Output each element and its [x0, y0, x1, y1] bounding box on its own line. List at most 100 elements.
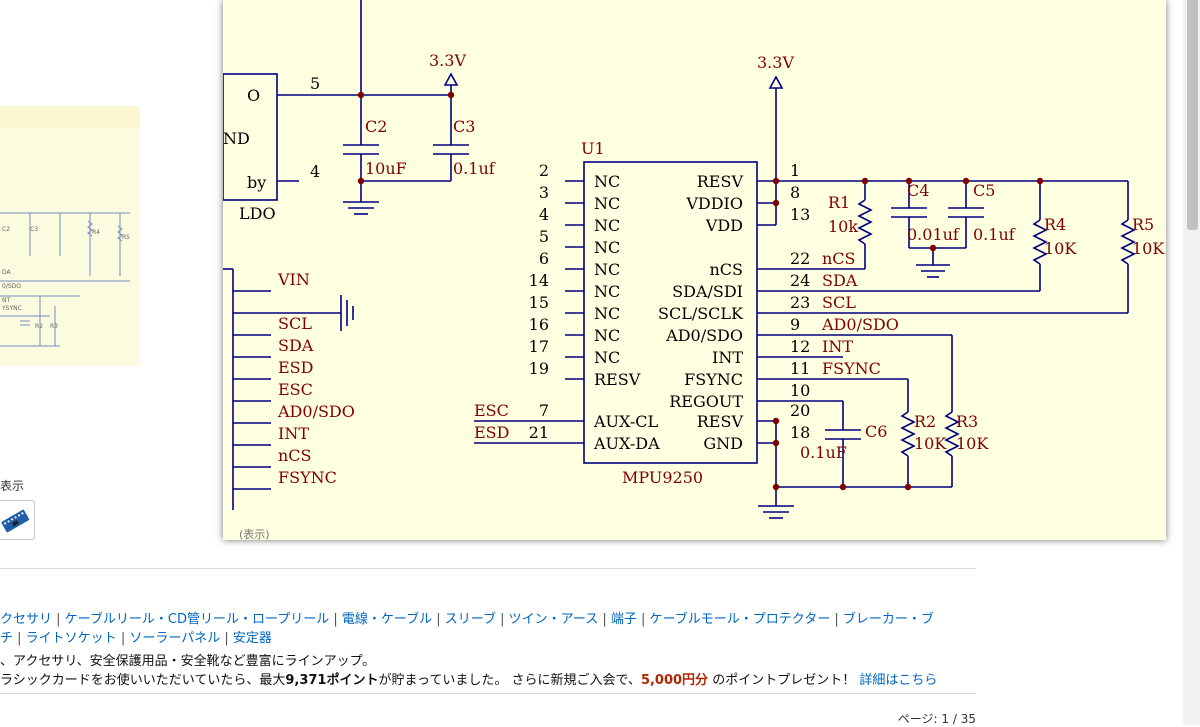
u1-right-pin-num: 8	[790, 183, 800, 202]
header-net: SCL	[278, 314, 312, 333]
header-net: ESD	[278, 358, 313, 377]
u1-left-pin-name: AUX-CL	[593, 412, 659, 431]
ldo-pin-5: 5	[310, 74, 320, 93]
header-net: VIN	[277, 270, 310, 289]
r5-ref: R5	[1132, 215, 1154, 234]
category-links-row: チ | ライトソケット | ソーラーパネル | 安定器	[0, 631, 272, 646]
category-link[interactable]: スリーブ	[444, 612, 496, 627]
u1-ref: U1	[581, 139, 605, 158]
u1-right-pin-num: 12	[790, 337, 810, 356]
ldo-label: LDO	[239, 204, 276, 223]
u1-left-pin-name: NC	[594, 216, 620, 235]
u1-right-pin-name: AD0/SDO	[665, 326, 743, 345]
points-middle: が貯まっていました。 さらに新規ご入会で、	[378, 673, 641, 688]
popup-footer: (表示)	[239, 528, 270, 540]
u1-right-pin-name: VDD	[705, 216, 743, 235]
category-link[interactable]: ブレーカー・ブ	[842, 612, 934, 627]
module-board-icon	[1, 509, 30, 533]
scrollbar-thumb[interactable]	[1187, 0, 1198, 230]
u1-left-pin-num: 4	[539, 205, 549, 224]
category-link[interactable]: チ	[0, 631, 14, 646]
u1-left-pin-num: 14	[529, 271, 549, 290]
u1-right-pin-name: SDA/SDI	[672, 282, 743, 301]
u1-left-pin-num: 2	[539, 161, 549, 180]
u1-right-pin-name: REGOUT	[669, 392, 743, 411]
net-label: AD0/SDO	[821, 315, 899, 334]
u1-left-pin-name: NC	[594, 348, 620, 367]
r1-value: 10k	[828, 217, 858, 236]
u1-right-pin-name: VDDIO	[685, 194, 743, 213]
category-links-row: クセサリ | ケーブルリール・CD管リール・ロープリール | 電線・ケーブル |…	[0, 612, 934, 627]
category-links: クセサリ | ケーブルリール・CD管リール・ロープリール | 電線・ケーブル |…	[0, 610, 980, 648]
c5-ref: C5	[973, 181, 995, 200]
thumbnail-band	[0, 106, 140, 128]
ldo-pin-nd: ND	[223, 129, 250, 148]
r2-ref: R2	[914, 412, 936, 431]
aux-net-esd: ESD	[474, 423, 509, 442]
points-suffix: のポイントプレゼント！	[712, 673, 856, 688]
u1-right-pin-num: 1	[790, 161, 800, 180]
aux-net-esc: ESC	[474, 401, 509, 420]
net-label: INT	[822, 337, 853, 356]
divider	[0, 693, 976, 694]
u1-right-pin-name: RESV	[697, 172, 744, 191]
header-net: nCS	[278, 446, 312, 465]
svg-text:NT: NT	[2, 297, 10, 304]
u1-left-pin-num: 15	[529, 293, 549, 312]
category-link[interactable]: ケーブルリール・CD管リール・ロープリール	[64, 612, 330, 627]
divider	[0, 568, 976, 569]
u1-right-pin-num: 11	[790, 359, 810, 378]
u1-right-pin-name: nCS	[709, 260, 743, 279]
u1-left-pin-name: NC	[594, 282, 620, 301]
u1-right-pin-num: 22	[790, 249, 810, 268]
points-banner: ラシックカードをお使いいただいていたら、最大9,371ポイントが貯まっていました…	[0, 669, 937, 688]
u1-left-pin-name: RESV	[594, 370, 641, 389]
ldo-pin-4: 4	[310, 162, 320, 181]
category-link[interactable]: 端子	[610, 612, 637, 627]
header-net: ESC	[278, 380, 313, 399]
header-net: INT	[278, 424, 309, 443]
r3-ref: R3	[956, 412, 978, 431]
category-link[interactable]: 安定器	[232, 631, 272, 646]
category-link[interactable]: クセサリ	[0, 612, 53, 627]
svg-text:R2: R2	[35, 323, 43, 330]
net-label: SCL	[822, 293, 856, 312]
u1-left-pin-name: AUX-DA	[593, 434, 660, 453]
module-thumbnail-button[interactable]	[0, 500, 35, 540]
net-label: SDA	[822, 271, 858, 290]
c6-value: 0.1uF	[800, 443, 847, 462]
net-label: FSYNC	[822, 359, 881, 378]
u1-right-pin-name: GND	[703, 434, 743, 453]
category-link[interactable]: ケーブルモール・プロテクター	[649, 612, 831, 627]
c2-ref: C2	[365, 117, 387, 136]
circuit-schematic: 3.3V 3.3V C2 10uF C3 0.1uf U1 MPU9250 R1…	[223, 0, 1165, 519]
u1-right-pin-num: 18	[790, 423, 810, 442]
u1-right-pin-num: 13	[790, 205, 810, 224]
u1-left-pin-num: 21	[529, 423, 549, 442]
u1-right-pin-num: 23	[790, 293, 810, 312]
u1-left-pin-num: 6	[539, 249, 549, 268]
svg-text:C2: C2	[2, 226, 10, 233]
u1-right-pin-num: 24	[790, 271, 810, 290]
category-link[interactable]: ライトソケット	[25, 631, 117, 646]
u1-left-pin-name: NC	[594, 194, 620, 213]
r1-ref: R1	[828, 193, 850, 212]
svg-text:R4: R4	[92, 229, 100, 236]
thumbnail-label: 表示	[0, 479, 25, 493]
vertical-scrollbar[interactable]	[1183, 0, 1200, 725]
c4-value: 0.01uf	[907, 225, 960, 244]
category-link[interactable]: ツイン・アース	[508, 612, 599, 627]
u1-left-pin-num: 3	[539, 183, 549, 202]
details-link[interactable]: 詳細はこちら	[859, 673, 938, 688]
r2-value: 10K	[914, 434, 947, 453]
u1-right-pin-num: 10	[790, 381, 810, 400]
category-link[interactable]: 電線・ケーブル	[341, 612, 433, 627]
u1-right-pin-num: 9	[790, 315, 800, 334]
category-link[interactable]: ソーラーパネル	[129, 631, 221, 646]
c4-ref: C4	[907, 181, 929, 200]
c2-value: 10uF	[365, 159, 407, 178]
c6-ref: C6	[865, 422, 887, 441]
u1-right-pin-name: INT	[712, 348, 743, 367]
